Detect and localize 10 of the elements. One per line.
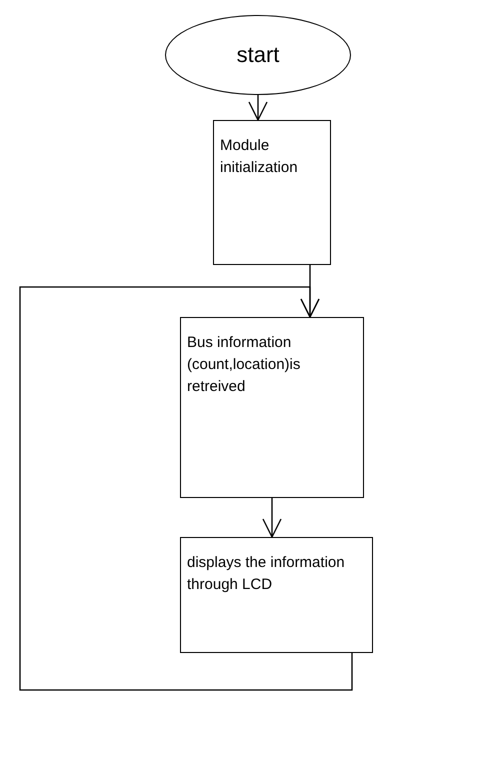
- node-label: start: [236, 44, 280, 66]
- arrow: [262, 498, 282, 538]
- process-box: [180, 317, 364, 498]
- arrow: [19, 286, 353, 691]
- node-label: displays the information through LCD: [187, 553, 346, 595]
- arrow: [248, 95, 268, 121]
- node-label: Bus information (count,location)is retreived: [187, 333, 302, 397]
- process-box: [180, 537, 373, 653]
- node-label: Module initialization: [220, 136, 299, 178]
- process-box: [213, 120, 331, 265]
